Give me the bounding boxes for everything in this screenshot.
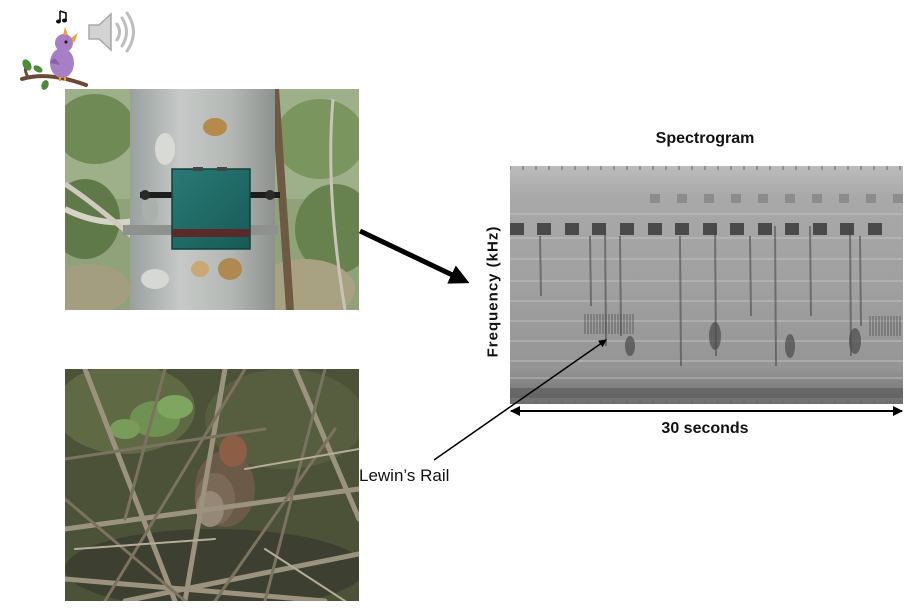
spectrogram-call-mark (703, 223, 717, 235)
spectrogram-call-mark (813, 223, 827, 235)
spectrogram-call-mark (758, 223, 772, 235)
spectrogram-streak (679, 235, 682, 367)
spectrogram-call-mark (620, 223, 634, 235)
spectrogram-upper-mark (677, 194, 687, 203)
spectrogram-image (509, 166, 903, 404)
spectrogram-blob (625, 336, 635, 356)
spectrogram-streak (589, 235, 592, 307)
lewins-rail-photo (65, 369, 359, 601)
singing-bird-icon (18, 5, 90, 95)
spectrogram-streak (749, 235, 752, 317)
spectrogram-blob (849, 328, 861, 354)
spectrogram-call-mark (868, 223, 882, 235)
spectrogram-upper-mark (704, 194, 714, 203)
duration-label: 30 seconds (661, 420, 749, 437)
spectrogram-call-mark (537, 223, 551, 235)
spectrogram-call-mark (785, 223, 799, 235)
spectrogram-upper-mark (758, 194, 768, 203)
spectrogram-upper-mark (650, 194, 660, 203)
spectrogram-call-mark (840, 223, 854, 235)
spectrogram-streak (859, 235, 862, 327)
spectrogram-streak (774, 225, 777, 367)
spectrogram-call-mark (675, 223, 689, 235)
frequency-axis-label: Frequency (kHz) (484, 225, 502, 358)
spectrogram-streak (809, 225, 812, 317)
spectrogram-title: Spectrogram (655, 130, 755, 147)
spectrogram-upper-mark (785, 194, 795, 203)
spectrogram-upper-mark (812, 194, 822, 203)
spectrogram-call-mark (648, 223, 662, 235)
spectrogram-call-mark (510, 223, 524, 235)
recorder-on-tree-photo (65, 89, 359, 310)
spectrogram-call-mark (565, 223, 579, 235)
spectrogram-streak (539, 235, 542, 297)
spectrogram-blob (785, 334, 795, 358)
spectrogram-upper-mark (866, 194, 876, 203)
spectrogram-call-mark (730, 223, 744, 235)
flow-arrow (358, 228, 470, 284)
spectrogram-upper-mark (893, 194, 903, 203)
spectrogram-blob (709, 322, 721, 350)
speaker-icon[interactable] (85, 8, 137, 56)
lewins-rail-label: Lewin’s Rail (359, 466, 450, 485)
spectrogram-upper-mark (839, 194, 849, 203)
spectrogram-noise-band (510, 388, 903, 398)
spectrogram-upper-mark (731, 194, 741, 203)
spectrogram-call-mark (592, 223, 606, 235)
